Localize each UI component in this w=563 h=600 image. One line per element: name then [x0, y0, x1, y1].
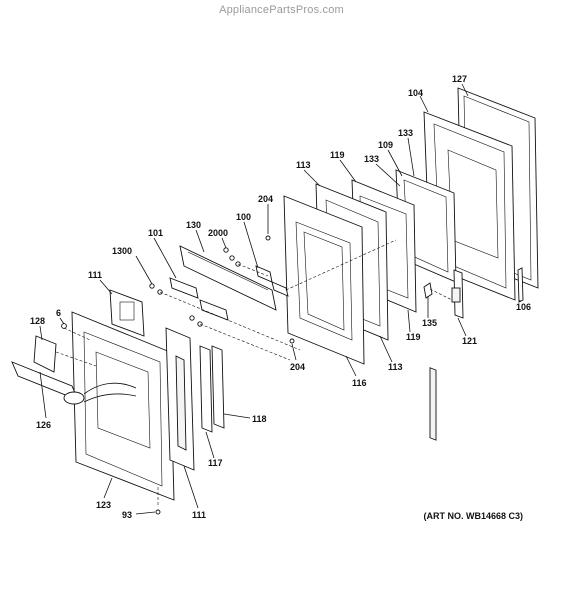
label-113-top: 113 — [296, 160, 311, 170]
assembly-lines — [55, 239, 453, 505]
label-119-top: 119 — [330, 150, 345, 160]
label-1300: 1300 — [112, 246, 132, 256]
label-2000: 2000 — [208, 228, 228, 238]
part-111-bracket-lower — [165, 327, 195, 471]
label-135: 135 — [422, 318, 437, 328]
part-130-handle-bracket — [179, 245, 277, 311]
label-104: 104 — [408, 88, 423, 98]
part-204-screw-top — [265, 235, 271, 241]
label-126: 126 — [36, 420, 51, 430]
part-118-seal — [211, 345, 225, 429]
label-123: 123 — [96, 500, 111, 510]
part-116-door-glass — [283, 195, 365, 365]
part-101-clip — [169, 277, 229, 321]
part-2000-screws — [223, 247, 241, 267]
part-6-screw — [61, 323, 67, 329]
part-111-bracket-upper — [109, 289, 145, 337]
part-121-latch — [451, 269, 464, 319]
label-100: 100 — [236, 212, 251, 222]
label-127: 127 — [452, 74, 467, 84]
part-126-handle — [11, 361, 137, 405]
part-128-end-cap — [33, 335, 57, 373]
callout-labels: 127 104 133 109 133 119 113 204 130 100 … — [30, 74, 531, 520]
part-123-outer-door — [71, 311, 175, 501]
label-111-bottom: 111 — [192, 510, 206, 520]
part-100-hinge — [255, 265, 289, 297]
part-106-screw — [517, 267, 524, 303]
label-116: 116 — [352, 378, 367, 388]
label-119-bottom: 119 — [406, 332, 421, 342]
label-128: 128 — [30, 316, 45, 326]
label-118: 118 — [252, 414, 267, 424]
label-111-top: 111 — [88, 270, 102, 280]
part-117-seal — [199, 345, 213, 433]
label-204-top: 204 — [258, 194, 273, 204]
label-6: 6 — [56, 308, 61, 318]
part-93-screw — [155, 509, 161, 515]
label-113-bottom: 113 — [388, 362, 403, 372]
label-93: 93 — [122, 510, 132, 520]
art-number: (ART NO. WB14668 C3) — [423, 511, 523, 521]
watermark: AppliancePartsPros.com — [219, 4, 344, 16]
label-121: 121 — [462, 336, 477, 346]
part-204-screw-bottom — [289, 338, 295, 344]
label-133-mid: 133 — [364, 154, 379, 164]
label-117: 117 — [208, 458, 223, 468]
label-133-top: 133 — [398, 128, 413, 138]
label-130: 130 — [186, 220, 201, 230]
label-109: 109 — [378, 140, 393, 150]
part-135-screw — [423, 282, 433, 299]
label-106: 106 — [516, 302, 531, 312]
label-204-bottom: 204 — [290, 362, 305, 372]
label-101: 101 — [148, 228, 163, 238]
leader-lines — [39, 83, 521, 515]
